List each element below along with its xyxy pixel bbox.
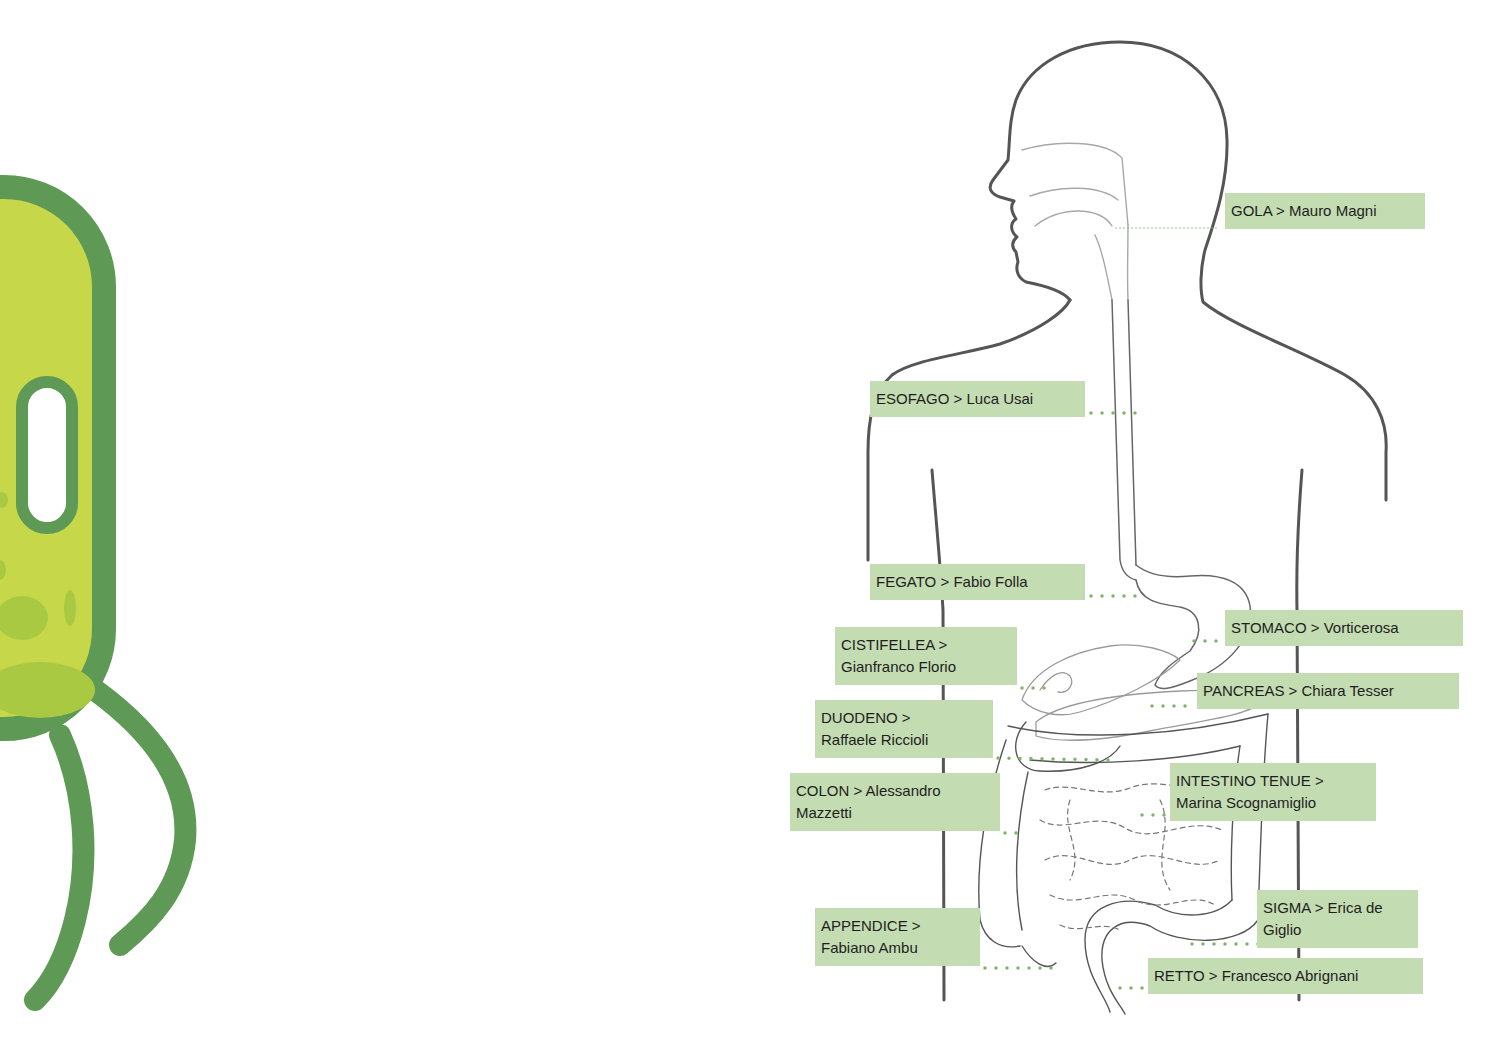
esophagus bbox=[1112, 300, 1136, 580]
small-intestine-loop bbox=[1045, 856, 1220, 865]
bacterium-spot bbox=[0, 492, 8, 508]
label-box: GOLA > Mauro Magni bbox=[1225, 193, 1425, 229]
ascending-colon bbox=[1017, 772, 1028, 930]
palate bbox=[1030, 188, 1118, 200]
label-box: COLON > Alessandro Mazzetti bbox=[790, 773, 1000, 831]
bacterium-spot bbox=[0, 596, 48, 640]
organ-label: DUODENO > Raffaele Riccioli bbox=[821, 707, 961, 751]
label-box: STOMACO > Vorticerosa bbox=[1225, 610, 1463, 646]
organ-label: COLON > Alessandro Mazzetti bbox=[796, 780, 956, 824]
nasal-cavity bbox=[1022, 143, 1128, 225]
small-intestine-loop bbox=[1040, 820, 1222, 834]
bacterium-body bbox=[0, 187, 104, 729]
label-box: APPENDICE > Fabiano Ambu bbox=[815, 908, 980, 966]
organ-label: APPENDICE > Fabiano Ambu bbox=[821, 915, 951, 959]
leader-line bbox=[985, 966, 1058, 970]
bacterium-flagellum bbox=[95, 690, 185, 945]
body-outline bbox=[868, 42, 1386, 1000]
small-intestine-loop bbox=[1160, 800, 1170, 890]
label-box: CISTIFELLEA > Gianfranco Florio bbox=[835, 627, 1017, 685]
organ-label: INTESTINO TENUE > Marina Scognamiglio bbox=[1176, 770, 1350, 814]
pharynx bbox=[1095, 235, 1112, 300]
bacterium-flagellum bbox=[35, 735, 83, 1000]
organ-label: FEGATO > Fabio Folla bbox=[876, 571, 1028, 593]
transverse-colon bbox=[1030, 746, 1240, 762]
left-shoulder-outline bbox=[868, 300, 1070, 560]
organ-label: PANCREAS > Chiara Tesser bbox=[1203, 680, 1394, 702]
leader-line bbox=[1091, 411, 1136, 415]
organ-label: SIGMA > Erica de Giglio bbox=[1263, 897, 1383, 941]
appendix bbox=[1022, 946, 1056, 966]
ascending-colon bbox=[979, 740, 1020, 947]
organ-label: ESOFAGO > Luca Usai bbox=[876, 388, 1033, 410]
pharynx bbox=[1127, 225, 1129, 300]
label-box: FEGATO > Fabio Folla bbox=[870, 564, 1085, 600]
label-box: SIGMA > Erica de Giglio bbox=[1257, 890, 1418, 948]
bacterium-spot bbox=[0, 560, 6, 580]
small-intestine-loop bbox=[1050, 895, 1215, 905]
leader-line bbox=[1022, 686, 1046, 690]
liver bbox=[1022, 645, 1180, 715]
head-cavities bbox=[1022, 143, 1128, 300]
label-box: PANCREAS > Chiara Tesser bbox=[1197, 673, 1459, 709]
leader-line bbox=[1194, 639, 1220, 643]
leader-line bbox=[1091, 594, 1136, 598]
label-box: INTESTINO TENUE > Marina Scognamiglio bbox=[1170, 763, 1376, 821]
bacterium-spot bbox=[64, 590, 76, 626]
bacterium-mascot bbox=[0, 187, 185, 1000]
leader-line bbox=[1005, 831, 1020, 835]
sigmoid-rectum bbox=[1085, 900, 1232, 1012]
transverse-colon bbox=[1008, 714, 1268, 735]
bacterium-spot bbox=[0, 662, 95, 718]
organ-label: STOMACO > Vorticerosa bbox=[1231, 617, 1399, 639]
small-intestine-loop bbox=[1068, 800, 1075, 880]
leader-line bbox=[998, 758, 1112, 760]
duodenum bbox=[1016, 722, 1120, 771]
organ-label: GOLA > Mauro Magni bbox=[1231, 200, 1377, 222]
organ-label: RETTO > Francesco Abrignani bbox=[1154, 965, 1358, 987]
leader-line bbox=[1116, 227, 1220, 229]
leader-line bbox=[1142, 813, 1165, 817]
tongue bbox=[1035, 211, 1112, 226]
label-box: ESOFAGO > Luca Usai bbox=[870, 381, 1085, 417]
esophagus bbox=[1128, 300, 1136, 565]
leader-line bbox=[1152, 704, 1192, 708]
organ-label: CISTIFELLEA > Gianfranco Florio bbox=[841, 634, 991, 678]
bacterium-window bbox=[22, 382, 72, 528]
head-shoulder-outline bbox=[990, 42, 1386, 500]
label-box: DUODENO > Raffaele Riccioli bbox=[815, 700, 993, 758]
label-box: RETTO > Francesco Abrignani bbox=[1148, 958, 1423, 994]
leader-lines bbox=[985, 228, 1370, 988]
leader-line bbox=[1120, 986, 1143, 990]
small-intestine-loop bbox=[1060, 925, 1120, 930]
